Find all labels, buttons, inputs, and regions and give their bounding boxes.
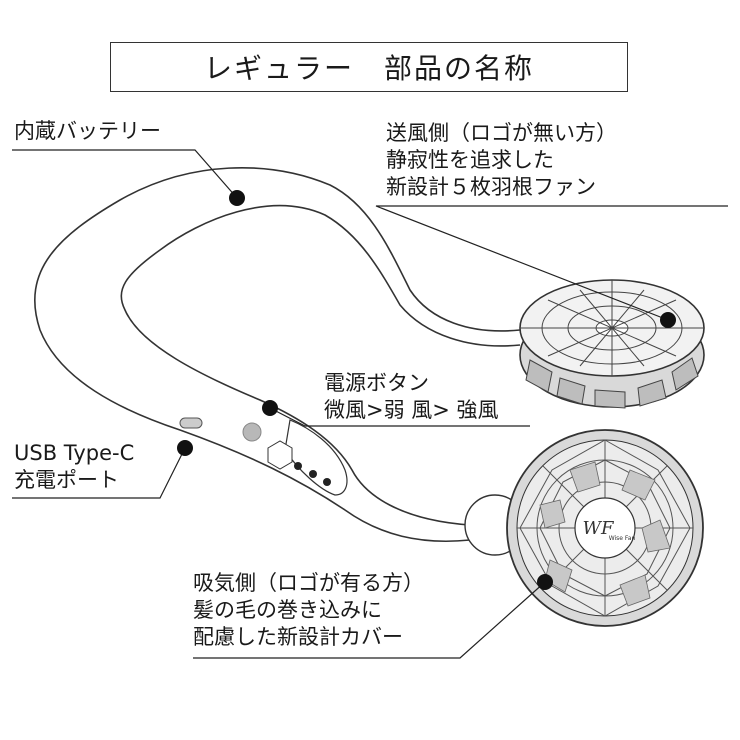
power-button-line-1: 電源ボタン bbox=[324, 371, 429, 395]
usb-port-label: USB Type-C 充電ポート bbox=[14, 440, 134, 494]
intake-side-label: 吸気側（ロゴが有る方） 髪の毛の巻き込みに 配慮した新設計カバー bbox=[193, 570, 424, 651]
battery-label-line-1: 内蔵バッテリー bbox=[14, 119, 161, 143]
intake-side-line-3: 配慮した新設計カバー bbox=[193, 625, 403, 649]
power-button[interactable] bbox=[242, 422, 262, 442]
usb-port bbox=[179, 417, 203, 429]
power-button-label: 電源ボタン 微風>弱 風> 強風 bbox=[324, 370, 499, 424]
intake-dot bbox=[537, 574, 553, 590]
button-panel bbox=[179, 417, 348, 496]
indicator-dot-1 bbox=[294, 462, 302, 470]
neckband-body bbox=[34, 166, 521, 543]
outlet-side-line-3: 新設計５枚羽根ファン bbox=[386, 175, 596, 199]
usb-port-line-1: USB Type-C bbox=[14, 441, 135, 465]
intake-fan: WF Wise Fan bbox=[464, 429, 704, 627]
outlet-side-label: 送風側（ロゴが無い方） 静寂性を追求した 新設計５枚羽根ファン bbox=[386, 120, 617, 201]
usb-dot bbox=[177, 440, 193, 456]
outlet-side-line-2: 静寂性を追求した bbox=[386, 148, 554, 172]
logo-subtext: Wise Fan bbox=[609, 535, 636, 542]
outlet-side-line-1: 送風側（ロゴが無い方） bbox=[386, 121, 617, 145]
callout-dots bbox=[177, 190, 676, 590]
leader-lines bbox=[12, 149, 728, 659]
page-title: レギュラー 部品の名称 bbox=[110, 42, 628, 92]
outlet-dot bbox=[660, 312, 676, 328]
indicator-dot-3 bbox=[323, 478, 331, 486]
indicator-dot-2 bbox=[309, 470, 317, 478]
logo-text: WF bbox=[583, 518, 616, 539]
outlet-fan bbox=[519, 279, 705, 409]
power-button-line-2: 微風>弱 風> 強風 bbox=[324, 398, 499, 422]
battery-label: 内蔵バッテリー bbox=[14, 118, 161, 145]
usb-port-line-2: 充電ポート bbox=[14, 468, 119, 492]
intake-side-line-1: 吸気側（ロゴが有る方） bbox=[193, 571, 424, 595]
button-dot bbox=[262, 400, 278, 416]
brand-badge-icon bbox=[267, 440, 293, 470]
intake-side-line-2: 髪の毛の巻き込みに bbox=[193, 598, 382, 622]
battery-dot bbox=[229, 190, 245, 206]
